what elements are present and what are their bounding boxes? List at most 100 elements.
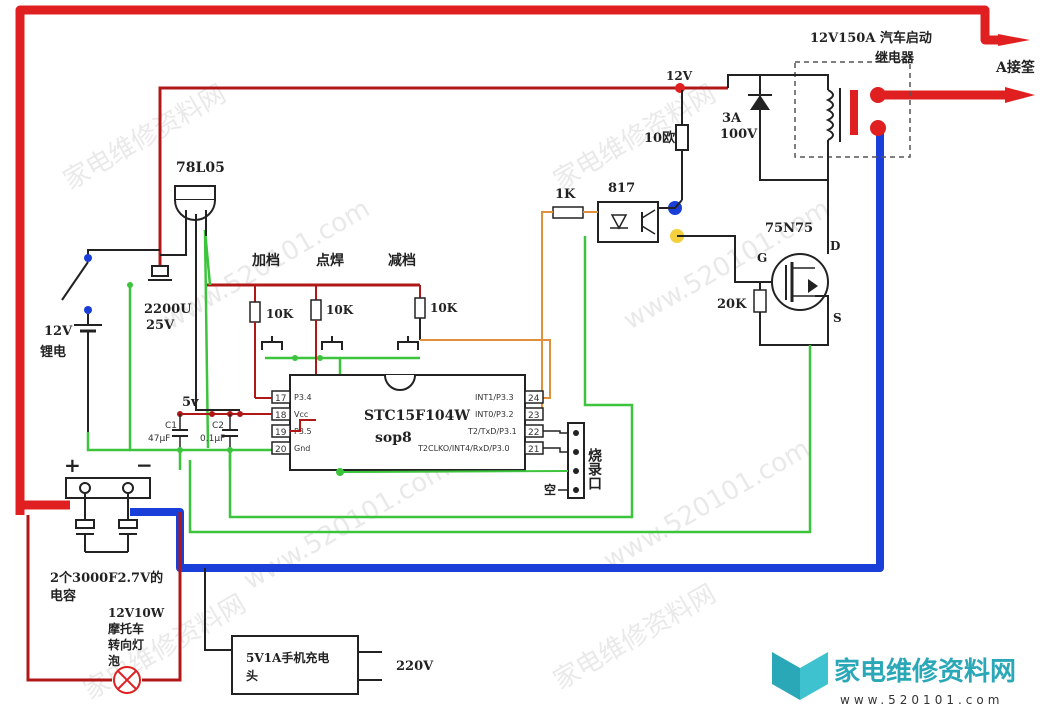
node-12v-label: 12V bbox=[666, 69, 693, 83]
pin-p34: P3.4 bbox=[294, 393, 312, 402]
pin-21: 21 bbox=[528, 445, 539, 455]
optocoupler-label: 817 bbox=[608, 181, 635, 196]
green-ground-wire bbox=[86, 229, 812, 534]
bulb-label-2: 摩托车 bbox=[108, 621, 144, 636]
resistor-20k bbox=[753, 289, 767, 313]
mosfet-label: 75N75 bbox=[765, 221, 813, 236]
diode bbox=[748, 94, 772, 110]
pin-p33: INT1/P3.3 bbox=[475, 393, 514, 402]
pin-17: 17 bbox=[275, 394, 286, 404]
c1-label: C1 bbox=[165, 421, 177, 431]
red-power-wire bbox=[15, 5, 1000, 515]
battery-terminal-label: A接筌 bbox=[995, 59, 1035, 76]
pin-18: 18 bbox=[275, 411, 287, 421]
pin-p30: T2CLKO/INT4/RxD/P3.0 bbox=[417, 444, 510, 453]
battery-label: 12V bbox=[44, 324, 73, 339]
site-logo bbox=[772, 647, 828, 700]
diode-rating-2: 100V bbox=[720, 127, 758, 142]
charger-label: 5V1A手机充电 bbox=[246, 650, 329, 665]
pin-19: 19 bbox=[275, 428, 287, 438]
supercap-label: 2个3000F2.7V的 bbox=[50, 570, 163, 586]
bulb-label: 12V10W bbox=[108, 606, 165, 620]
resistor-1k-label: 1K bbox=[555, 187, 576, 202]
bulb-label-3: 转向灯 bbox=[108, 637, 144, 652]
pin-vcc: Vcc bbox=[294, 410, 308, 419]
battery-label-2: 锂电 bbox=[40, 344, 66, 360]
pin-24: 24 bbox=[528, 394, 540, 404]
watermark-url: www.520101.com bbox=[239, 454, 456, 596]
relay-label-2: 继电器 bbox=[875, 50, 915, 66]
ground-nodes bbox=[127, 282, 344, 476]
mosfet bbox=[771, 253, 829, 311]
relay-label: 12V150A 汽车启动 bbox=[810, 30, 932, 46]
battery-12v bbox=[74, 314, 102, 432]
watermark-text: 家电维修资料网 bbox=[549, 579, 722, 696]
capacitor-c1 bbox=[172, 414, 188, 450]
terminal-minus: − bbox=[136, 453, 153, 477]
mains-label: 220V bbox=[396, 659, 434, 674]
pin-20: 20 bbox=[275, 445, 287, 455]
logo-text: 家电维修资料网 bbox=[834, 656, 1016, 687]
c1-value: 47μF bbox=[148, 434, 170, 444]
mcu-package: sop8 bbox=[375, 430, 412, 446]
regulator-label: 78L05 bbox=[176, 160, 225, 176]
diode-rating: 3A bbox=[722, 111, 742, 126]
pin-p32: INT0/P3.2 bbox=[475, 410, 514, 419]
pin-p35: P3.5 bbox=[294, 427, 312, 436]
cap-2200-voltage: 25V bbox=[146, 318, 175, 333]
dark-red-12v-line bbox=[26, 86, 728, 682]
cap-2200-label: 2200U bbox=[144, 302, 192, 317]
pin-22: 22 bbox=[528, 428, 539, 438]
c2-value: 0.1μF bbox=[200, 434, 225, 444]
watermark-text: 家电维修资料网 bbox=[59, 79, 232, 196]
resistor-10k-a-label: 10K bbox=[266, 307, 294, 321]
resistor-1k bbox=[552, 206, 584, 219]
regulator-78l05 bbox=[174, 185, 216, 236]
programming-port bbox=[339, 422, 585, 499]
resistor-10-ohm-label: 10欧 bbox=[644, 130, 675, 146]
gate-label: G bbox=[757, 251, 767, 265]
pin-23: 23 bbox=[528, 411, 539, 421]
drain-label: D bbox=[830, 239, 840, 253]
mcu-label: STC15F104W bbox=[364, 408, 470, 424]
button-weld-label: 点焊 bbox=[316, 252, 344, 269]
rail-5v-label: 5v bbox=[182, 395, 199, 410]
resistor-20k-label: 20K bbox=[717, 297, 747, 312]
bulb bbox=[113, 666, 141, 694]
resistor-10k-c-label: 10K bbox=[430, 301, 458, 315]
supercap-label-2: 电容 bbox=[50, 588, 76, 604]
phone-charger bbox=[204, 568, 382, 695]
button-add-label: 加档 bbox=[251, 252, 280, 269]
programming-port-label: 烧录口 bbox=[586, 447, 602, 490]
resistor-10-ohm bbox=[675, 124, 689, 151]
button-sub-label: 减档 bbox=[388, 252, 416, 269]
pin-p31: T2/TxD/P3.1 bbox=[467, 427, 517, 436]
empty-pin-label: 空 bbox=[544, 482, 556, 497]
relay bbox=[727, 61, 911, 181]
rail-5v-nodes bbox=[177, 411, 243, 417]
blue-ground-wire bbox=[130, 128, 884, 572]
power-switch bbox=[61, 249, 160, 314]
terminal-plus: + bbox=[64, 453, 81, 477]
arrow-battery bbox=[998, 34, 1030, 46]
resistor-10k-b-label: 10K bbox=[326, 303, 354, 317]
arrow-relay-output bbox=[1005, 87, 1035, 103]
watermark-text: 家电维修资料网 bbox=[549, 79, 722, 196]
mcu-pins-left bbox=[271, 390, 291, 455]
supercapacitors bbox=[75, 493, 138, 553]
mcu-chip bbox=[289, 374, 526, 471]
capacitor-c2 bbox=[222, 414, 238, 450]
c2-label: C2 bbox=[212, 421, 224, 431]
source-label: S bbox=[833, 311, 842, 325]
pin-gnd: Gnd bbox=[294, 444, 310, 453]
bulb-label-4: 泡 bbox=[108, 653, 120, 668]
optocoupler bbox=[597, 201, 659, 243]
watermark-text: 家电维修资料网 bbox=[79, 589, 252, 706]
terminal-block bbox=[65, 477, 151, 499]
capacitor-2200uf bbox=[148, 265, 172, 281]
node-12v bbox=[675, 83, 685, 93]
logo-url: www.520101.com bbox=[840, 693, 1003, 707]
charger-label-2: 头 bbox=[246, 668, 258, 683]
push-buttons bbox=[261, 336, 419, 350]
